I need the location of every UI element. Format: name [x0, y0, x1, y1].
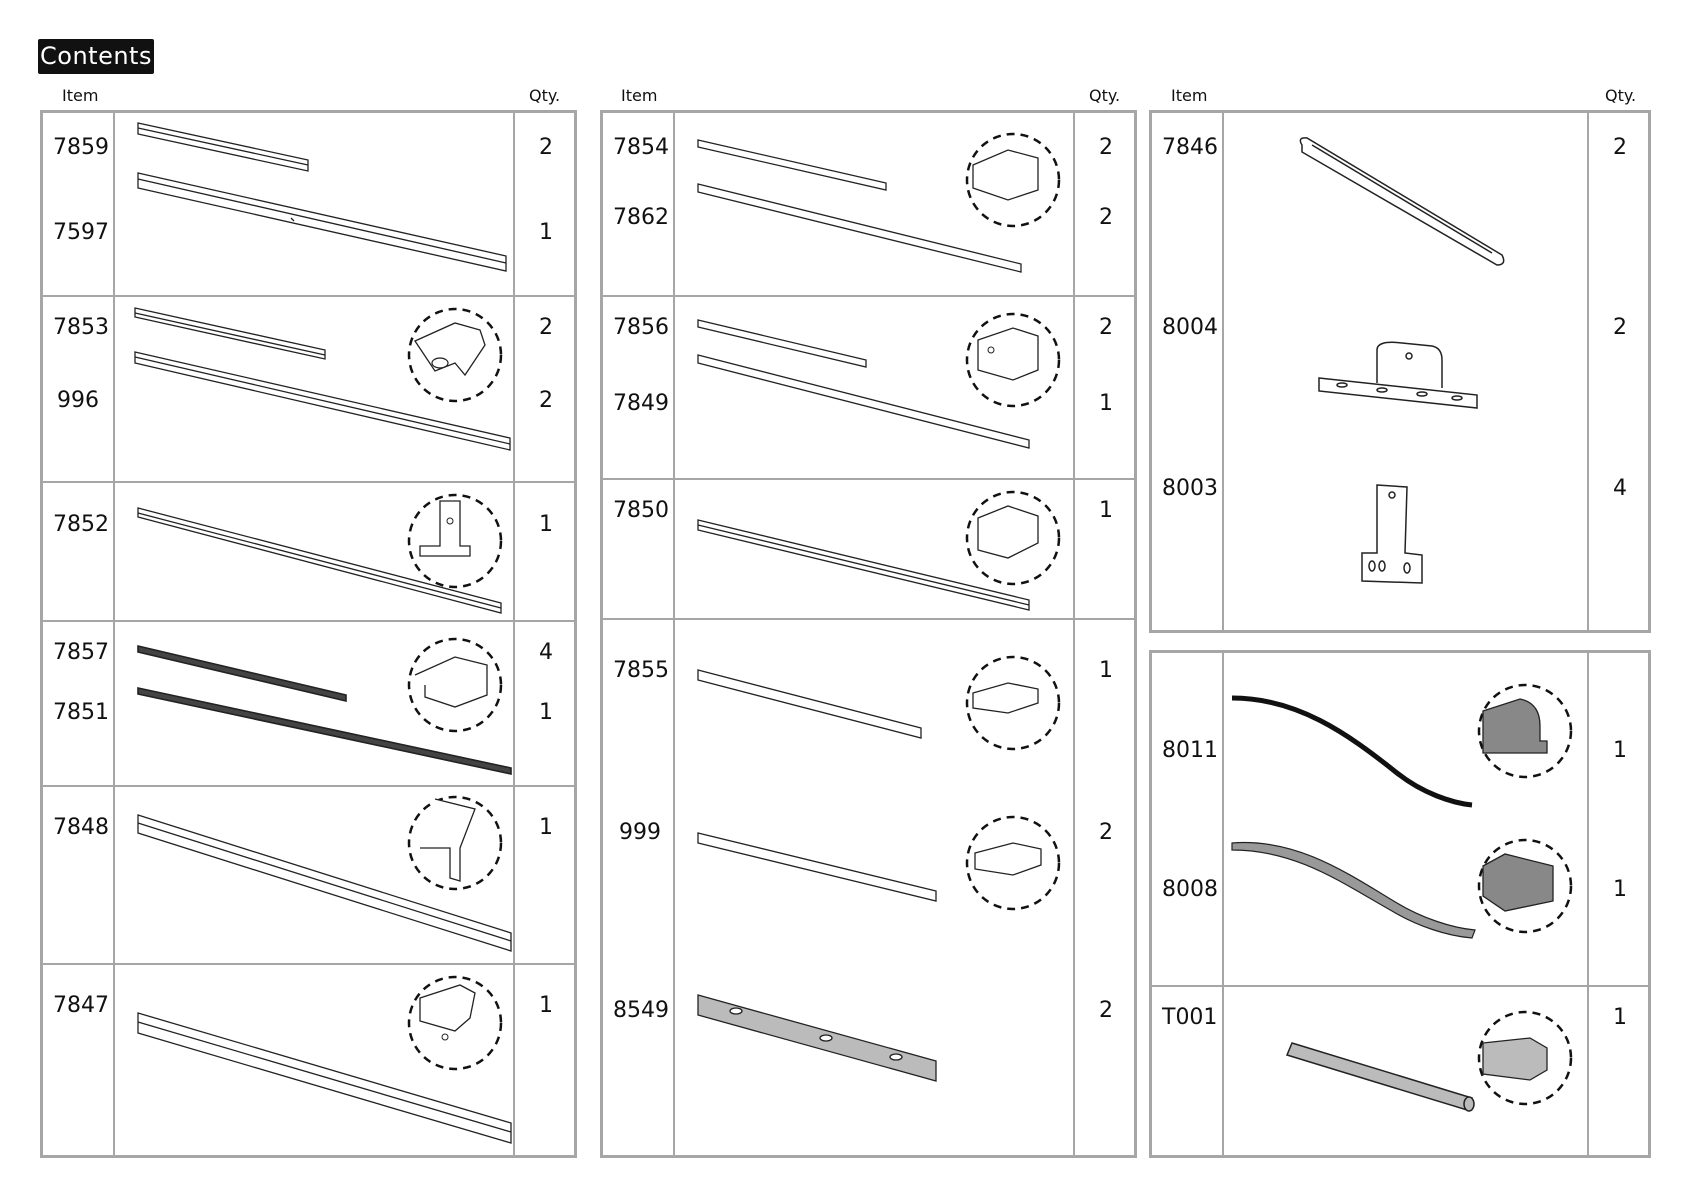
- item-qty: 1: [1589, 877, 1651, 902]
- item-code: 8008: [1162, 877, 1218, 902]
- profile-detail-callout-icon: [405, 635, 505, 735]
- item-qty: 1: [1075, 498, 1137, 523]
- seal-detail-callout-icon: [1475, 836, 1575, 936]
- item-qty: 2: [515, 388, 577, 413]
- item-qty: 1: [1075, 391, 1137, 416]
- profile-detail-callout-icon: [405, 973, 505, 1073]
- item-code: 7851: [53, 700, 109, 725]
- item-code: 7856: [613, 315, 669, 340]
- item-code: 7848: [53, 815, 109, 840]
- profile-rail-illustration: [696, 831, 946, 916]
- rod-illustration: [1287, 1038, 1477, 1118]
- item-qty: 2: [1075, 998, 1137, 1023]
- profile-detail-callout-icon: [963, 130, 1063, 230]
- header-item-col2: Item: [621, 86, 657, 105]
- rod-detail-callout-icon: [1475, 1008, 1575, 1108]
- parts-table-1: 7859 7597 2 1 7853 996 2 2 7852 1 7857 7…: [40, 110, 577, 1158]
- seal-strip-illustration: [1227, 838, 1477, 948]
- item-code: T001: [1162, 1005, 1217, 1030]
- item-qty: 2: [515, 315, 577, 340]
- profile-rail-illustration: [136, 123, 526, 288]
- header-qty-col2: Qty.: [1089, 86, 1120, 105]
- item-qty: 1: [1075, 658, 1137, 683]
- profile-detail-callout-icon: [963, 488, 1063, 588]
- header-qty-col1: Qty.: [529, 86, 560, 105]
- item-qty: 2: [1075, 135, 1137, 160]
- seal-detail-callout-icon: [1475, 681, 1575, 781]
- slotted-arm-illustration: [1297, 135, 1507, 270]
- parts-table-3a: 7846 8004 8003 2 2 4: [1149, 110, 1651, 633]
- item-code: 7862: [613, 205, 669, 230]
- seal-strip-illustration: [1227, 693, 1477, 813]
- profile-detail-callout-icon: [405, 305, 505, 405]
- header-item-col3: Item: [1171, 86, 1207, 105]
- profile-detail-callout-icon: [963, 310, 1063, 410]
- bracket-plate-illustration: [696, 993, 946, 1088]
- item-code: 7854: [613, 135, 669, 160]
- item-code: 7847: [53, 993, 109, 1018]
- item-code: 999: [619, 820, 661, 845]
- item-qty: 2: [1589, 135, 1651, 160]
- item-code: 7852: [53, 512, 109, 537]
- item-code: 7846: [1162, 135, 1218, 160]
- item-code: 7597: [53, 220, 109, 245]
- item-qty: 2: [1589, 315, 1651, 340]
- page-title: Contents: [38, 39, 154, 74]
- item-qty: 1: [1589, 1005, 1651, 1030]
- item-code: 7850: [613, 498, 669, 523]
- item-code: 7859: [53, 135, 109, 160]
- mounting-bracket-illustration: [1317, 338, 1492, 423]
- item-code: 8011: [1162, 738, 1218, 763]
- item-code: 7853: [53, 315, 109, 340]
- parts-table-2: 7854 7862 2 2 7856 7849 2 1 7850 1 7855 …: [600, 110, 1137, 1158]
- header-qty-col3: Qty.: [1605, 86, 1636, 105]
- item-qty: 2: [1075, 820, 1137, 845]
- item-code: 7857: [53, 640, 109, 665]
- item-code: 8549: [613, 998, 669, 1023]
- profile-rail-illustration: [696, 668, 936, 748]
- mounting-bracket-illustration: [1357, 483, 1437, 593]
- item-qty: 2: [1075, 315, 1137, 340]
- item-qty: 1: [1589, 738, 1651, 763]
- item-code: 8003: [1162, 476, 1218, 501]
- item-code: 8004: [1162, 315, 1218, 340]
- profile-detail-callout-icon: [963, 653, 1063, 753]
- item-qty: 4: [1589, 476, 1651, 501]
- item-code: 996: [57, 388, 99, 413]
- profile-detail-callout-icon: [963, 813, 1063, 913]
- item-code: 7855: [613, 658, 669, 683]
- parts-table-3b: 8011 8008 1 1 T001 1: [1149, 650, 1651, 1158]
- item-qty: 2: [1075, 205, 1137, 230]
- item-code: 7849: [613, 391, 669, 416]
- header-item-col1: Item: [62, 86, 98, 105]
- profile-detail-callout-icon: [405, 491, 505, 591]
- profile-detail-callout-icon: [405, 793, 505, 893]
